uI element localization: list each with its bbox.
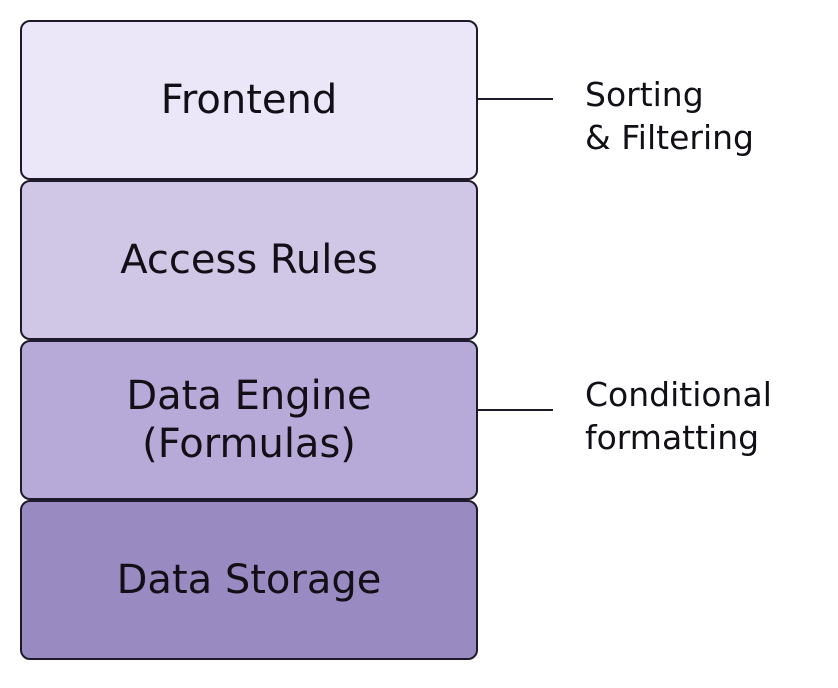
layer-data-engine-label: Data Engine (Formulas) [126,373,372,467]
layer-access-rules-label: Access Rules [120,237,378,283]
layer-data-storage: Data Storage [20,500,478,660]
connector-line-data-engine [478,409,553,411]
layer-data-engine: Data Engine (Formulas) [20,340,478,500]
layer-data-storage-label: Data Storage [116,557,382,603]
annotation-sorting-filtering: Sorting & Filtering [585,75,754,157]
connector-line-frontend [478,98,553,100]
layer-frontend-label: Frontend [160,77,338,123]
annotation-conditional-formatting: Conditional formatting [585,375,772,457]
layer-frontend: Frontend [20,20,478,180]
layer-access-rules: Access Rules [20,180,478,340]
